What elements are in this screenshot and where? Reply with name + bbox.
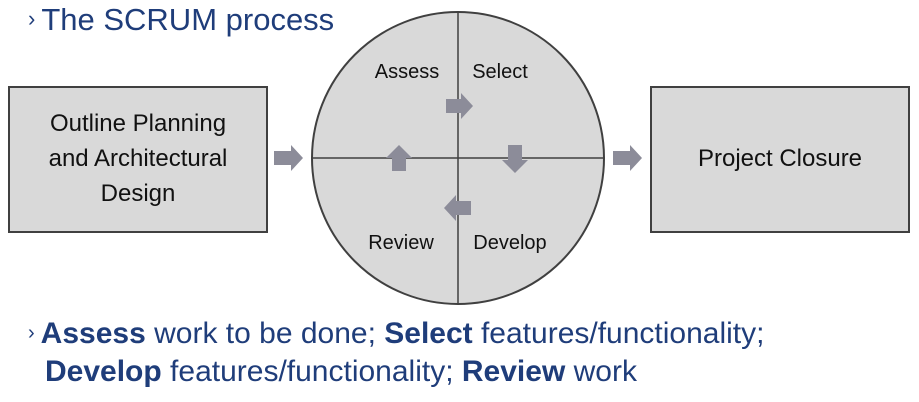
review-label: Review [368, 232, 434, 254]
outline-planning-label: Outline Planning and Architectural Desig… [48, 110, 228, 207]
outline-planning-box: Outline Planning and Architectural Desig… [8, 86, 268, 233]
slide-title: ›The SCRUM process [28, 2, 334, 38]
arrow-right-icon [274, 145, 303, 171]
bullet-text: features/functionality; [472, 317, 765, 350]
title-bullet-marker: › [28, 6, 36, 31]
phase-description: ›Assess work to be done; Select features… [28, 314, 913, 391]
bullet-text: work [565, 355, 637, 388]
arrow-right-icon [613, 145, 642, 171]
arrow-down-icon [502, 145, 528, 173]
arrow-up-icon [386, 145, 412, 171]
develop-keyword: Develop [45, 355, 162, 388]
develop-label: Develop [473, 232, 546, 254]
review-keyword: Review [461, 355, 566, 388]
arrow-left-icon [444, 195, 471, 221]
project-closure-box: Project Closure [650, 86, 910, 233]
select-label: Select [472, 61, 528, 83]
select-keyword: Select [384, 317, 473, 350]
bullet-marker: › [28, 322, 35, 344]
title-text: The SCRUM process [41, 2, 335, 37]
bullet-text: features/functionality; [161, 355, 462, 388]
assess-label: Assess [375, 61, 439, 83]
arrow-right-icon [446, 93, 473, 119]
assess-keyword: Assess [40, 317, 146, 350]
project-closure-label: Project Closure [697, 145, 863, 173]
bullet-text: work to be done; [145, 317, 385, 350]
